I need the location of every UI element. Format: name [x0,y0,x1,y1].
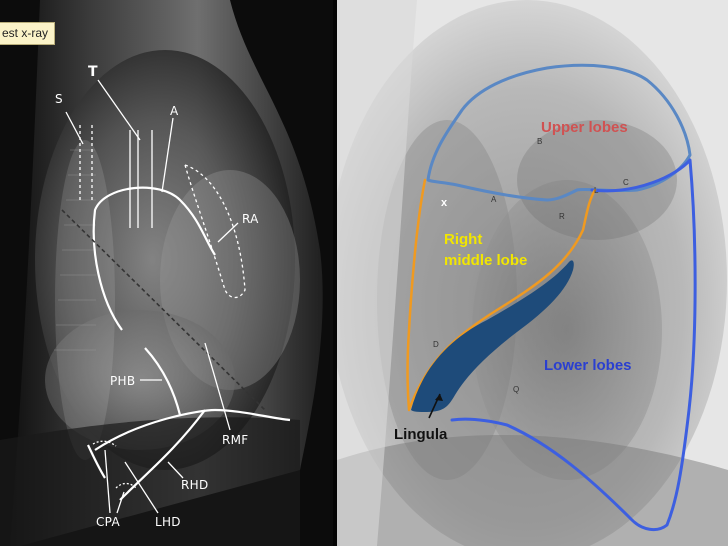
marker-x: x [441,197,448,209]
upper-lobes-outline [426,63,692,202]
right-middle-lobe-label-line2: middle lobe [444,252,528,269]
label-phb: PHB [110,374,136,388]
lower-lobes-label: Lower lobes [544,357,632,374]
marker-d: D [433,340,439,349]
lingula-region [411,260,574,412]
marker-r: R [559,212,565,221]
marker-b: B [537,137,543,146]
right-xray-image [337,0,728,546]
label-rmf: RMF [222,433,249,447]
left-xray-image [0,0,333,546]
label-t: T [88,64,98,80]
label-a: A [170,104,179,118]
marker-a: A [491,195,497,204]
right-middle-lobe-label-line1: Right [444,231,483,248]
caption-tag: est x-ray [0,22,56,45]
label-lhd: LHD [155,515,181,529]
lingula-arrowhead [435,394,443,401]
panel-divider [333,0,337,546]
lobe-xray-right-panel: Upper lobes Right middle lobe Lower lobe… [337,0,728,546]
marker-l: L [594,186,599,195]
lower-lobes-outline [450,158,697,532]
marker-c: C [623,178,629,187]
label-rhd: RHD [181,478,209,492]
left-annotation-lines [61,79,291,514]
upper-lobes-label: Upper lobes [541,119,628,136]
label-s: S [55,92,63,106]
lingula-label: Lingula [394,426,448,443]
label-ra: RA [242,212,259,226]
lateral-xray-left-panel: est x-ray T S A RA PHB RMF RHD CPA LHD [0,0,333,546]
label-cpa: CPA [96,515,120,529]
marker-q: Q [513,385,520,394]
